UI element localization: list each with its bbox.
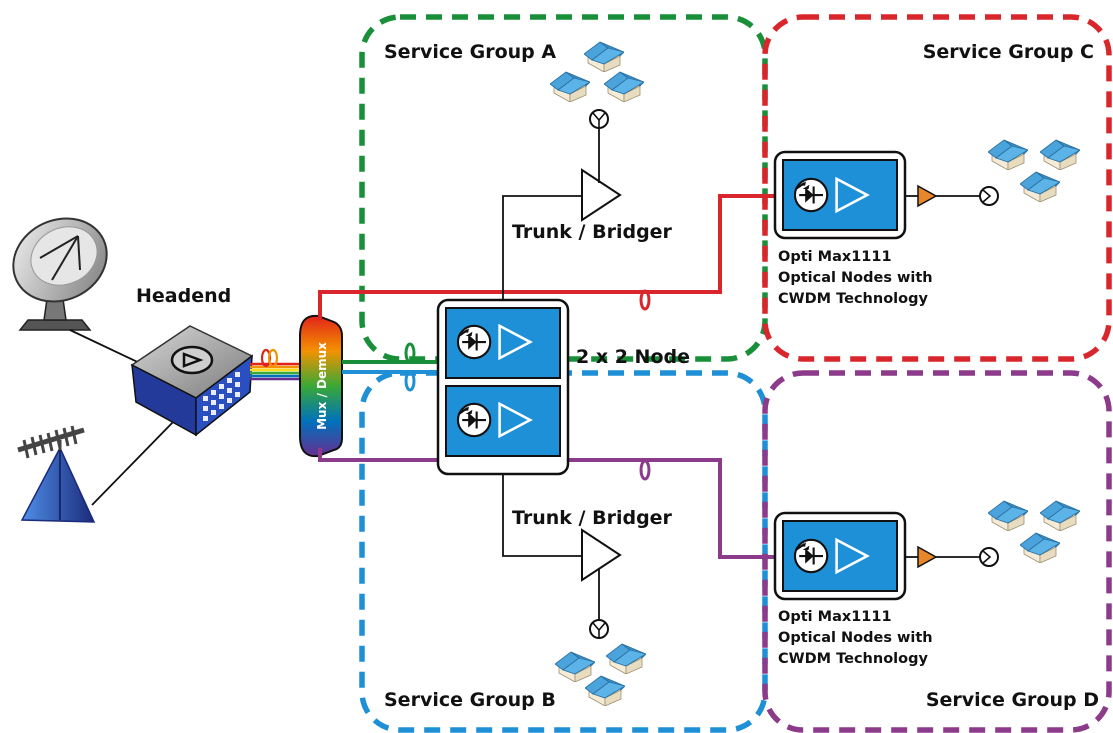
house-icon bbox=[584, 41, 624, 72]
trunk-lower-label: Trunk / Bridger bbox=[512, 507, 673, 529]
house-icon bbox=[550, 71, 590, 102]
trunk-upper-label: Trunk / Bridger bbox=[512, 221, 673, 243]
tap-icon bbox=[589, 619, 609, 639]
amplifier-icon bbox=[917, 184, 938, 208]
amplifier-icon bbox=[581, 168, 622, 222]
service-group-b-label: Service Group B bbox=[384, 689, 556, 711]
house-icon bbox=[1020, 171, 1060, 202]
service-group-d-boundary bbox=[762, 370, 1112, 733]
fiber-red-line bbox=[318, 194, 775, 320]
headend-label: Headend bbox=[136, 285, 231, 307]
node-c-line3: CWDM Technology bbox=[778, 291, 928, 307]
node-2x2-icon bbox=[436, 298, 570, 476]
house-icon bbox=[1020, 532, 1060, 563]
trunk-upper-line bbox=[502, 195, 582, 300]
node-c-line2: Optical Nodes with bbox=[778, 270, 933, 286]
mux-demux-icon bbox=[299, 314, 343, 458]
fiber-loop-icon bbox=[639, 459, 651, 481]
node-d-name: Opti Max1111 bbox=[778, 609, 892, 625]
house-icon bbox=[1040, 500, 1080, 531]
house-icon bbox=[604, 71, 644, 102]
fiber-loop-icon bbox=[404, 370, 416, 392]
trunk-lower-line bbox=[502, 474, 582, 557]
house-icon bbox=[606, 643, 646, 674]
tap-icon bbox=[979, 547, 999, 567]
headend-building-icon bbox=[130, 325, 254, 437]
node-2x2-label: 2 x 2 Node bbox=[576, 346, 690, 368]
amplifier-icon bbox=[917, 545, 938, 569]
service-group-a-boundary bbox=[359, 14, 768, 362]
fiber-loop-icon bbox=[260, 348, 279, 368]
fiber-loop-icon bbox=[639, 289, 651, 311]
house-icon bbox=[1040, 139, 1080, 170]
optical-node-icon bbox=[773, 150, 907, 240]
fiber-loop-icon bbox=[404, 342, 416, 364]
node-c-name: Opti Max1111 bbox=[778, 249, 892, 265]
house-icon bbox=[555, 651, 595, 682]
mux-demux-label: Mux / Demux bbox=[315, 342, 329, 430]
house-icon bbox=[585, 675, 625, 706]
service-group-c-label: Service Group C bbox=[923, 41, 1094, 63]
optical-node-icon bbox=[773, 511, 907, 601]
house-icon bbox=[988, 139, 1028, 170]
satellite-dish-icon bbox=[12, 217, 108, 331]
antenna-tower-icon bbox=[17, 425, 96, 523]
fiber-purple-line bbox=[318, 448, 775, 559]
antenna-cable bbox=[91, 419, 176, 506]
node-d-line2: Optical Nodes with bbox=[778, 630, 933, 646]
house-icon bbox=[988, 500, 1028, 531]
node-d-line3: CWDM Technology bbox=[778, 651, 928, 667]
amplifier-icon bbox=[581, 528, 622, 582]
service-group-c-boundary bbox=[762, 14, 1112, 362]
tap-icon bbox=[589, 109, 609, 129]
service-group-a-label: Service Group A bbox=[384, 41, 556, 63]
tap-icon bbox=[979, 186, 999, 206]
service-group-d-label: Service Group D bbox=[926, 689, 1099, 711]
